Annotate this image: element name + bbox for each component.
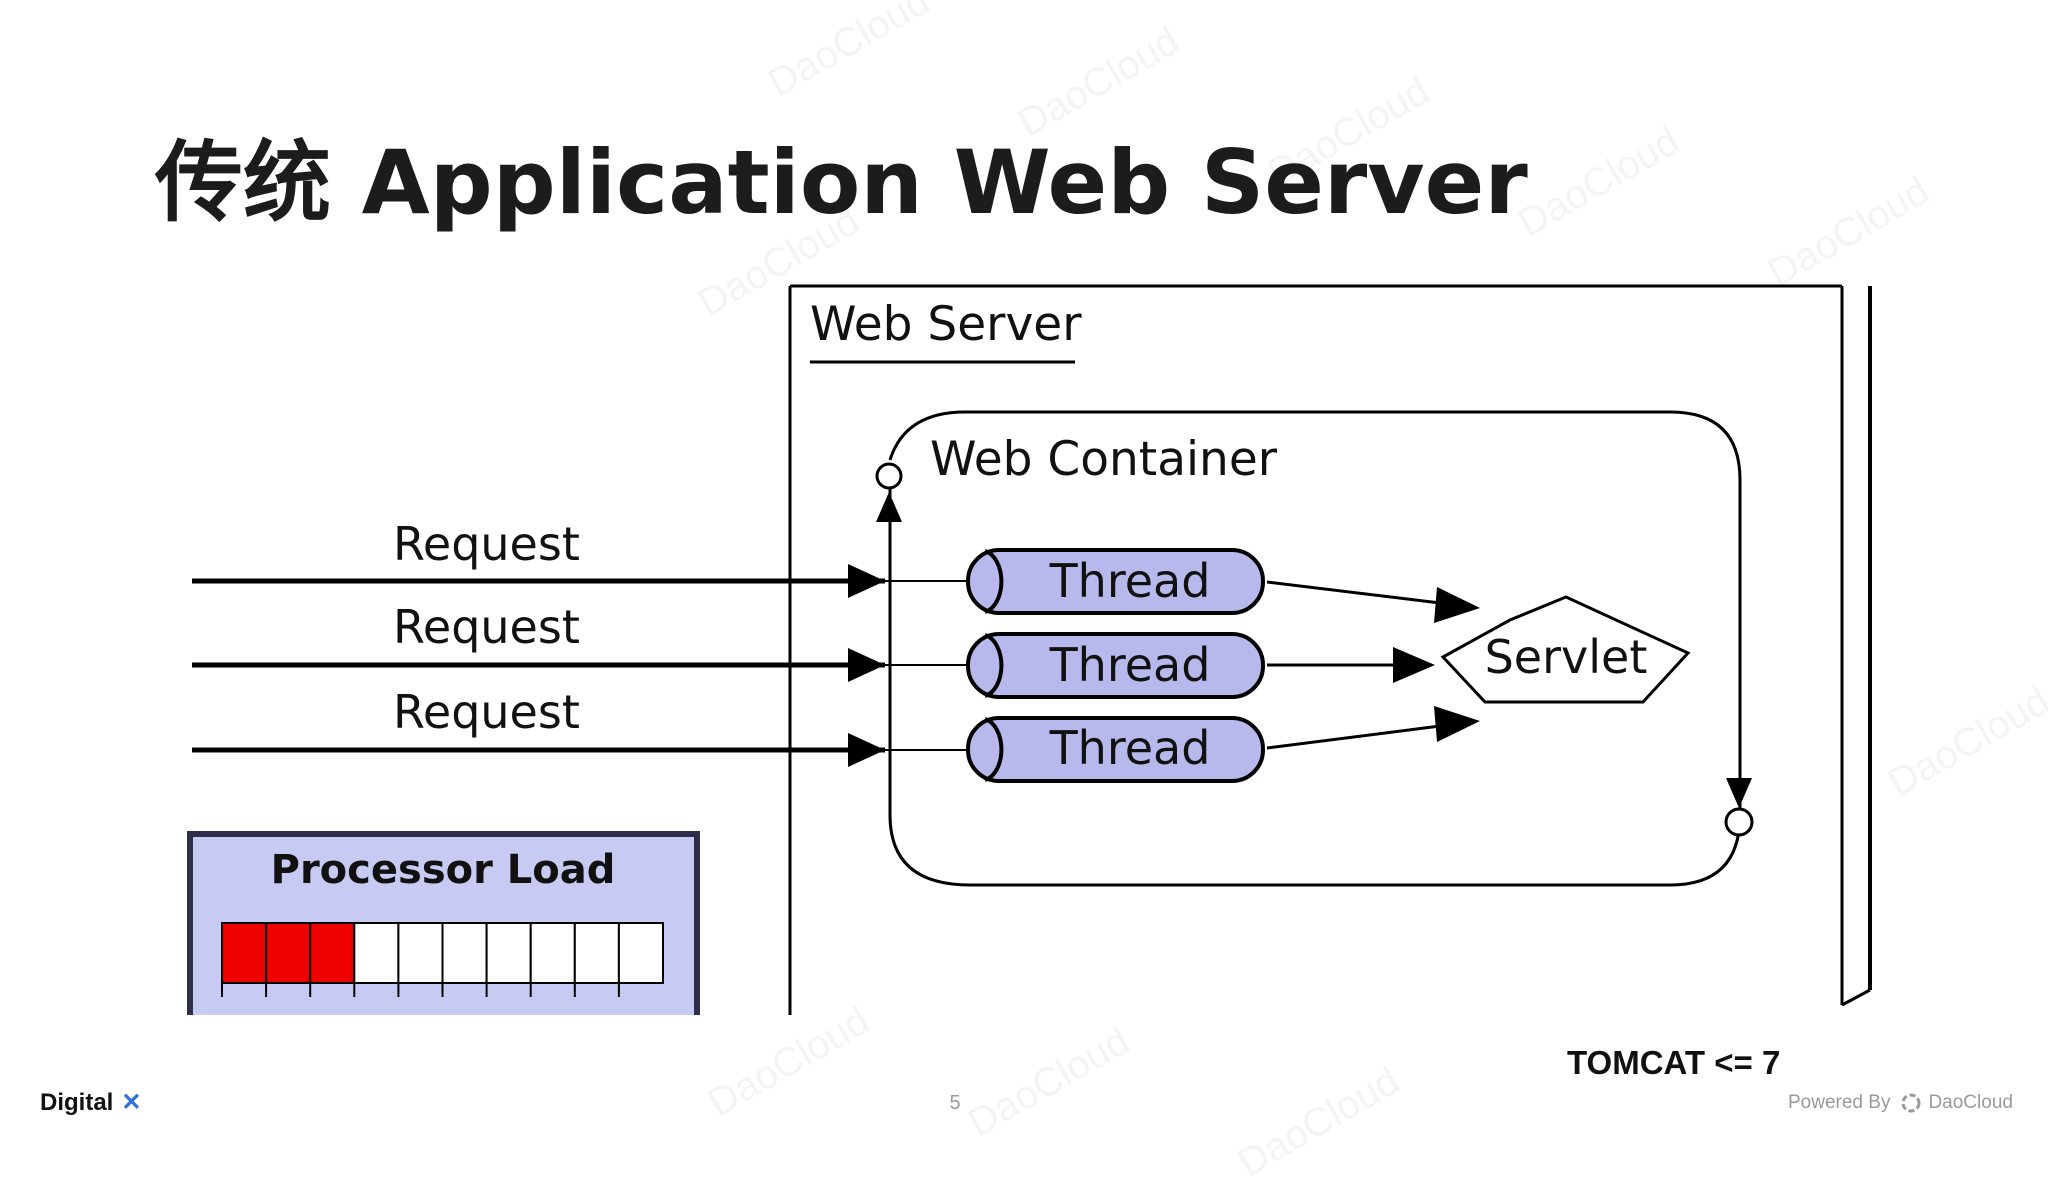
servlet-arrow-icon bbox=[1393, 647, 1435, 683]
powered-by-label: Powered By bbox=[1788, 1092, 1891, 1113]
load-cell-filled bbox=[265, 922, 312, 984]
architecture-diagram: Web Server Web Container Request Request bbox=[187, 284, 1872, 1015]
web-server-box: Web Server bbox=[788, 284, 1872, 1015]
servlet-arrows bbox=[1266, 580, 1480, 750]
request-line: Request bbox=[192, 685, 970, 767]
servlet-arrow-icon bbox=[1434, 706, 1480, 742]
request-line: Request bbox=[192, 517, 970, 598]
slide-title: 传统 Application Web Server bbox=[155, 131, 1528, 234]
web-container-label: Web Container bbox=[930, 432, 1278, 487]
request-arrow-icon bbox=[848, 648, 885, 682]
servlet-arrow-icon bbox=[1434, 587, 1480, 623]
load-cell-empty bbox=[529, 922, 576, 984]
container-down-arrow-icon bbox=[1726, 778, 1752, 808]
load-cell-empty bbox=[397, 922, 444, 984]
powered-by: Powered By DaoCloud bbox=[1788, 1092, 2013, 1114]
web-container: Web Container bbox=[875, 410, 1754, 887]
processor-load-panel: Processor Load bbox=[187, 831, 700, 1015]
daocloud-logo-icon bbox=[1901, 1093, 1921, 1113]
servlet-node: Servlet bbox=[1440, 595, 1691, 704]
load-cell-filled bbox=[309, 922, 356, 984]
load-cell-empty bbox=[617, 922, 665, 984]
load-cell-empty bbox=[485, 922, 532, 984]
request-arrow-icon bbox=[848, 564, 885, 598]
servlet-label: Servlet bbox=[1485, 630, 1648, 684]
footer-brand: Digital ✕ bbox=[40, 1088, 141, 1117]
load-cell-empty bbox=[353, 922, 400, 984]
request-label: Request bbox=[393, 517, 580, 571]
footer-brand-label: Digital bbox=[40, 1089, 114, 1116]
load-cell-filled bbox=[221, 922, 268, 984]
powered-by-brand: DaoCloud bbox=[1928, 1092, 2013, 1113]
request-line: Request bbox=[192, 600, 970, 682]
brand-x-icon: ✕ bbox=[121, 1089, 142, 1116]
version-note: TOMCAT <= 7 bbox=[1567, 1044, 1781, 1081]
thread-cylinder: Thread bbox=[966, 632, 1265, 699]
processor-load-label: Processor Load bbox=[271, 847, 616, 893]
request-label: Request bbox=[393, 685, 580, 739]
request-arrow-icon bbox=[848, 733, 885, 767]
thread-pool: Thread Thread Thread bbox=[966, 548, 1265, 783]
thread-label: Thread bbox=[1049, 554, 1211, 608]
container-entry-port bbox=[875, 462, 903, 490]
page-number: 5 bbox=[949, 1092, 961, 1114]
request-label: Request bbox=[393, 600, 580, 654]
container-exit-port bbox=[1724, 807, 1754, 837]
request-lines: Request Request Request bbox=[192, 517, 970, 767]
processor-load-meter bbox=[221, 922, 665, 997]
thread-cylinder: Thread bbox=[966, 548, 1265, 615]
load-cell-empty bbox=[441, 922, 488, 984]
container-up-arrow-icon bbox=[876, 492, 902, 522]
load-cell-empty bbox=[573, 922, 620, 984]
thread-cylinder: Thread bbox=[966, 716, 1265, 783]
web-server-label: Web Server bbox=[810, 297, 1082, 352]
thread-label: Thread bbox=[1049, 638, 1211, 692]
thread-label: Thread bbox=[1049, 721, 1211, 775]
